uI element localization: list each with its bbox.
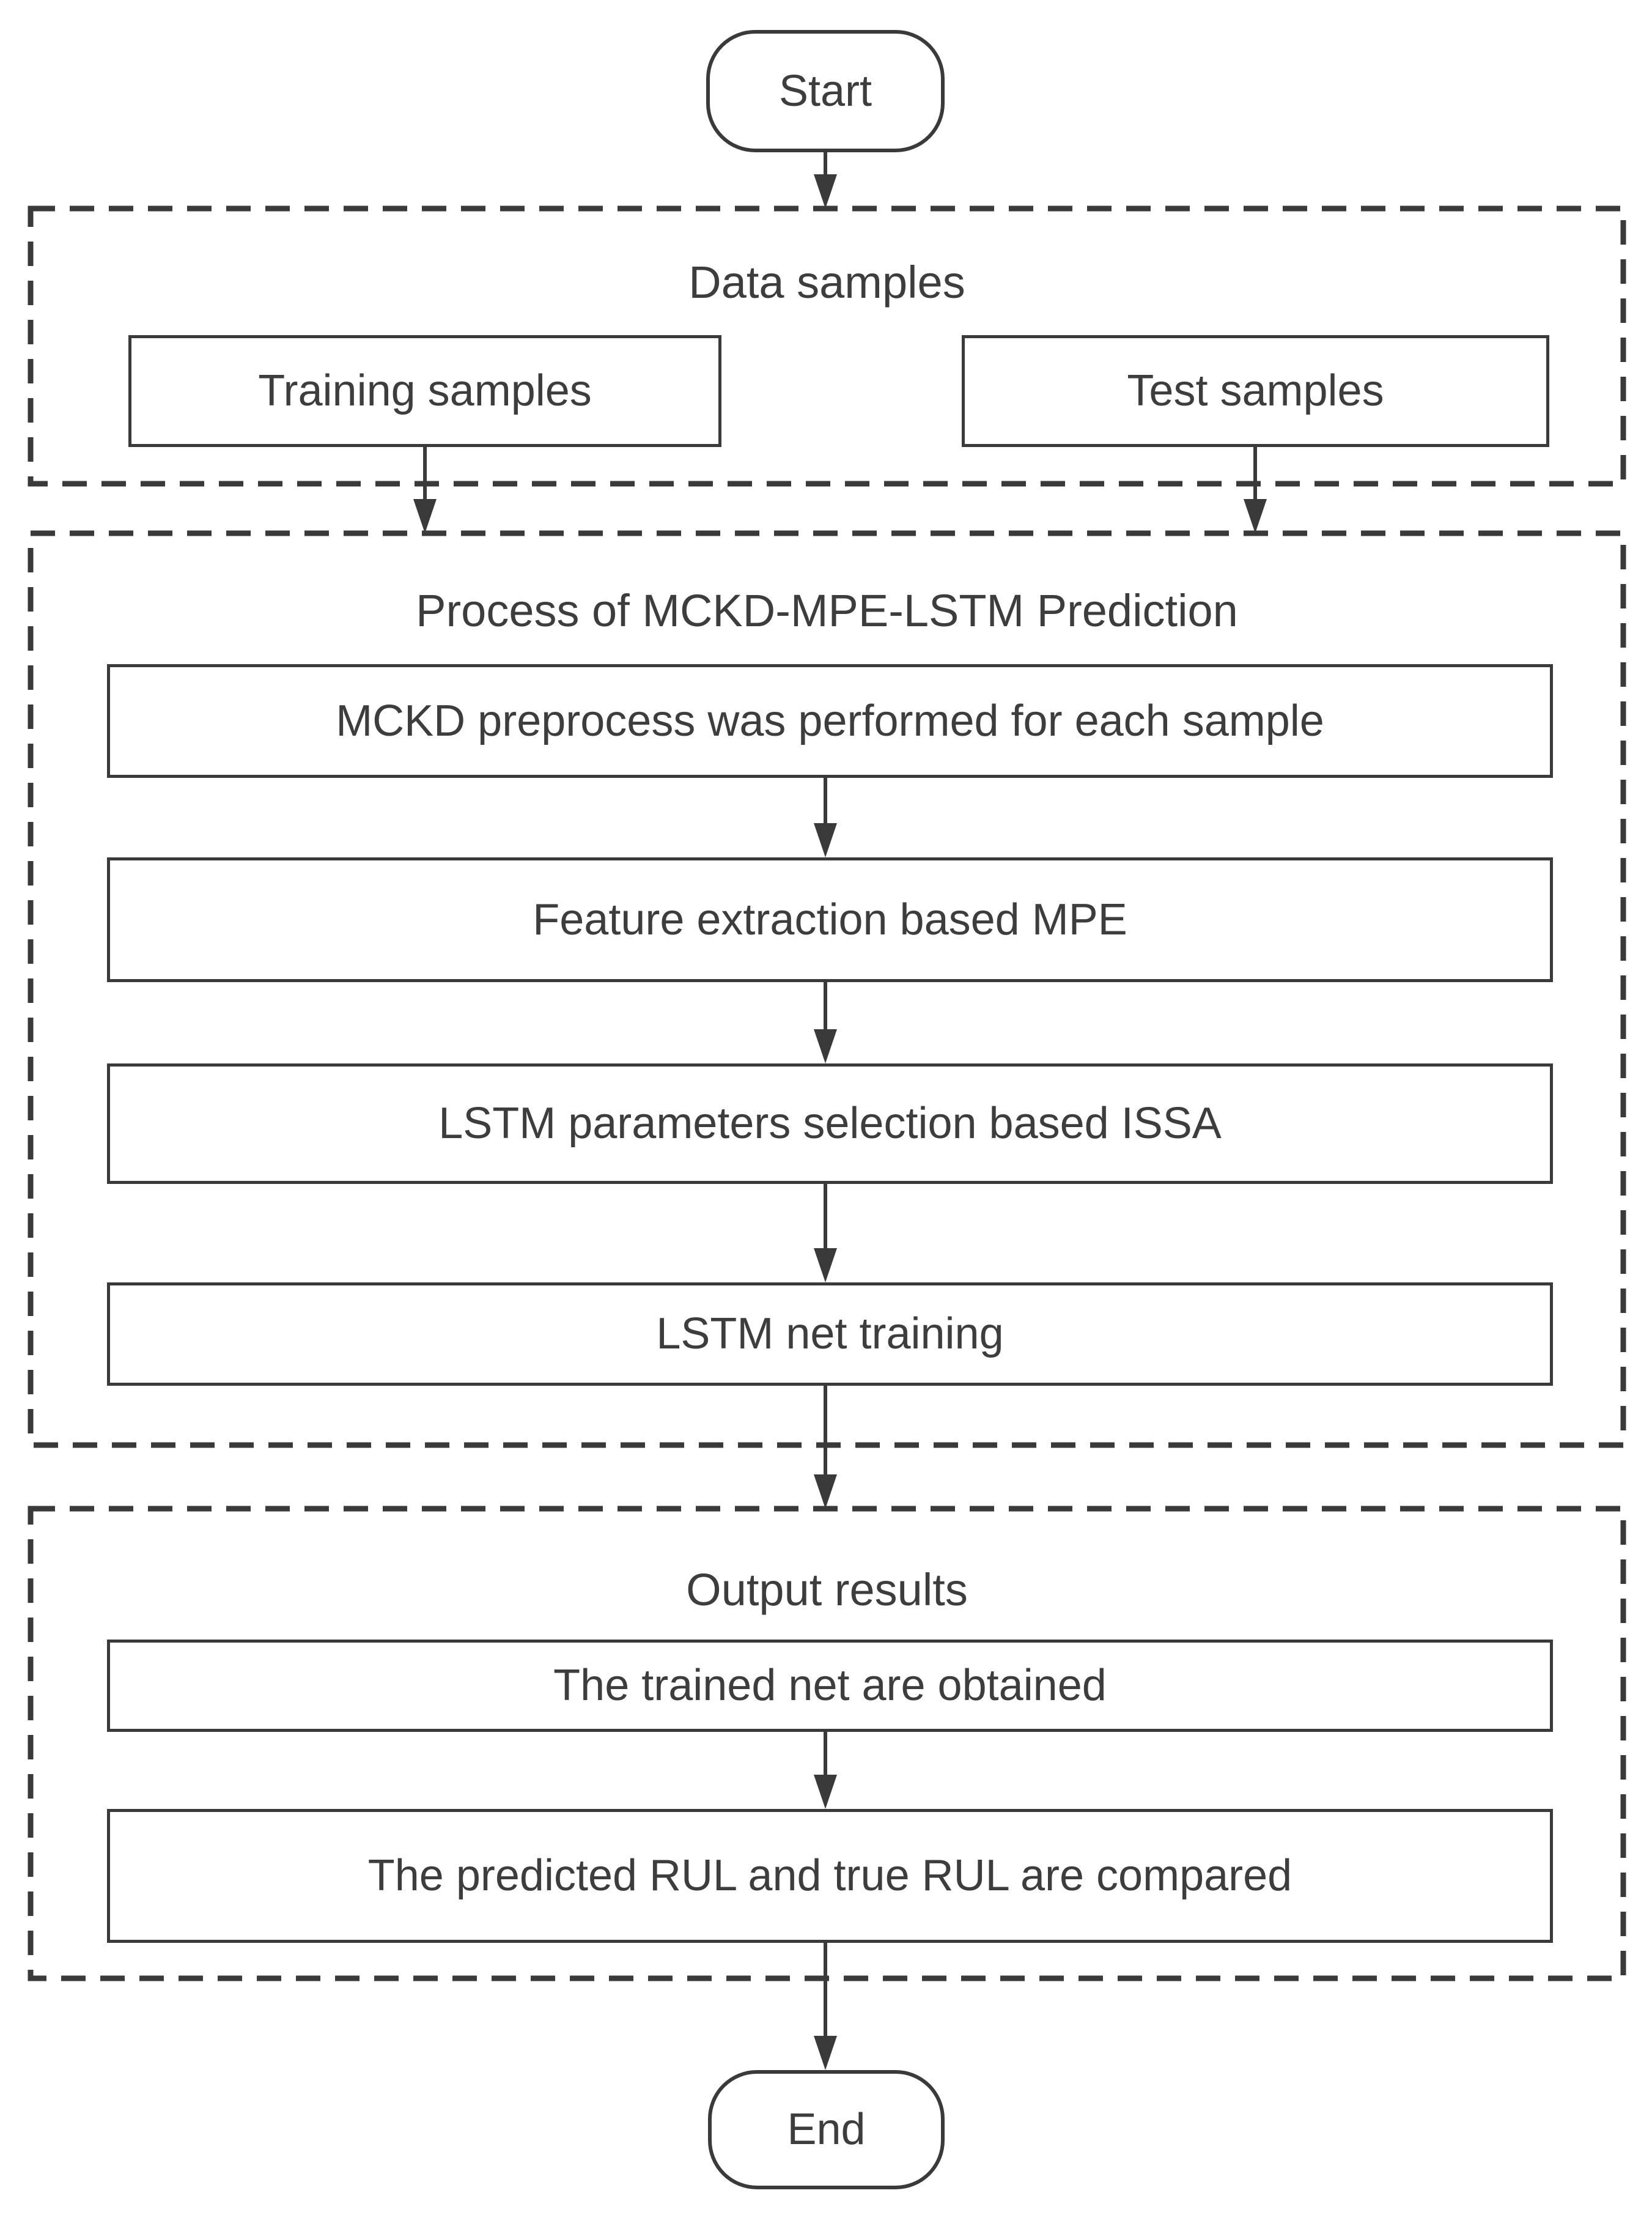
node-rul-comparison: The predicted RUL and true RUL are compa… [107, 1809, 1553, 1943]
group-title-data-samples: Data samples [688, 257, 965, 308]
start-node: Start [706, 30, 945, 152]
node-trained-net-label: The trained net are obtained [553, 1661, 1107, 1710]
group-title-process: Process of MCKD-MPE-LSTM Prediction [416, 585, 1238, 636]
arrow-params-to-net [814, 1184, 837, 1282]
arrow-test-to-process [1244, 446, 1267, 533]
end-node: End [708, 2070, 945, 2189]
node-training-samples: Training samples [128, 335, 721, 447]
arrow-start-to-data-samples [814, 152, 837, 209]
arrow-net-to-output [814, 1386, 837, 1509]
node-feature-extraction: Feature extraction based MPE [107, 857, 1553, 982]
node-rul-comparison-label: The predicted RUL and true RUL are compa… [367, 1851, 1292, 1901]
node-lstm-parameters: LSTM parameters selection based ISSA [107, 1063, 1553, 1184]
node-lstm-parameters-label: LSTM parameters selection based ISSA [438, 1099, 1222, 1148]
group-title-output: Output results [686, 1564, 968, 1615]
arrow-feature-to-params [814, 982, 837, 1063]
arrow-training-to-process [413, 446, 437, 533]
node-trained-net: The trained net are obtained [107, 1640, 1553, 1732]
start-node-label: Start [778, 66, 872, 116]
node-test-samples-label: Test samples [1127, 366, 1384, 416]
arrow-output-to-end [814, 1943, 837, 2070]
node-mckd-preprocess: MCKD preprocess was performed for each s… [107, 664, 1553, 778]
arrow-mckd-to-feature [814, 777, 837, 857]
node-training-samples-label: Training samples [258, 366, 592, 416]
node-mckd-preprocess-label: MCKD preprocess was performed for each s… [336, 696, 1324, 745]
group-frame-data-samples [28, 205, 1626, 487]
node-lstm-net-training: LSTM net training [107, 1282, 1553, 1386]
end-node-label: End [787, 2105, 866, 2154]
arrow-trained-to-predicted [814, 1732, 837, 1809]
node-lstm-net-training-label: LSTM net training [656, 1309, 1004, 1359]
node-test-samples: Test samples [962, 335, 1549, 447]
node-feature-extraction-label: Feature extraction based MPE [533, 895, 1127, 944]
